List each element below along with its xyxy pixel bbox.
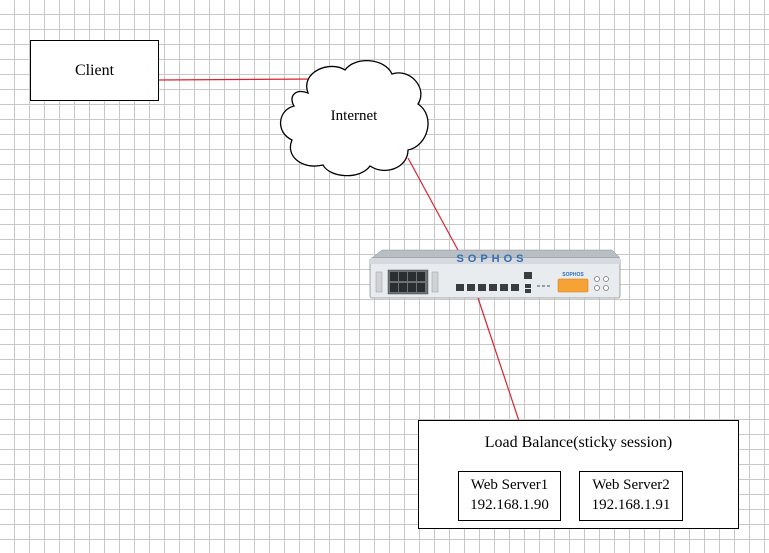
web-server-ip: 192.168.1.90 [470,497,549,513]
web-server-2: Web Server2 192.168.1.91 [579,471,683,521]
firewall-brand-top: SOPHOS [456,253,527,265]
internet-label: Internet [330,108,378,124]
web-server-name: Web Server2 [592,477,670,493]
load-balancer-title: Load Balance(sticky session) [484,434,673,451]
link-client-internet [157,78,319,81]
web-server-ip: 192.168.1.91 [591,497,671,513]
sophos-firewall: SOPHOS SOPHOS [369,249,621,299]
load-balancer-group: Load Balance(sticky session) Web Server1… [418,420,739,529]
client-label: Client [74,61,115,79]
firewall-brand-panel: SOPHOS [562,272,584,278]
web-server-name: Web Server1 [470,477,549,493]
internet-cloud [279,59,429,177]
link-firewall-loadbalancer [477,297,520,422]
link-internet-firewall [407,157,460,253]
web-server-1: Web Server1 192.168.1.90 [458,471,561,521]
client-node: Client [30,40,159,101]
